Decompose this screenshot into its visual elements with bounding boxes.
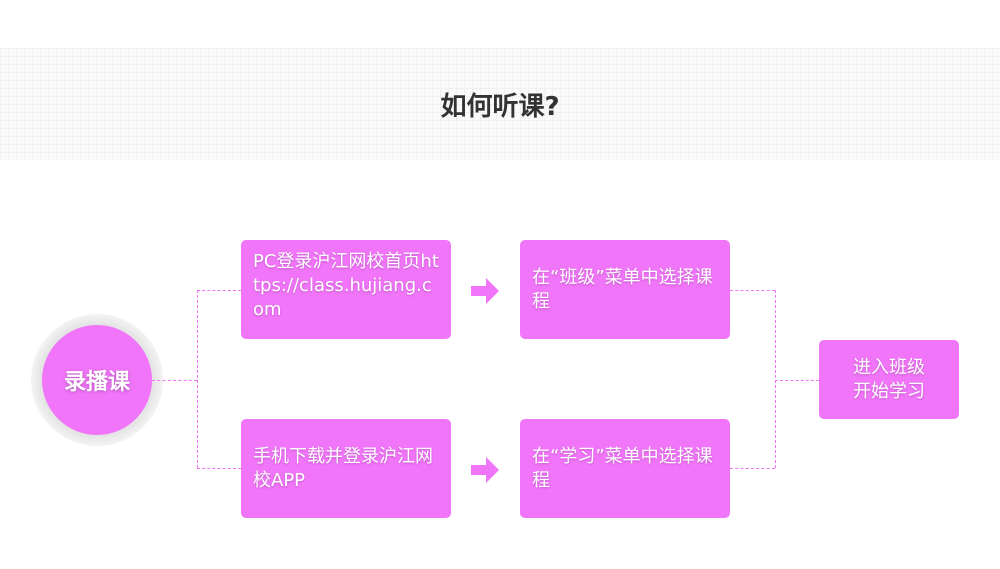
connector-line [197,468,241,469]
connector-line [197,290,198,468]
connector-line [775,290,776,468]
connector-line [152,380,197,381]
step-pc-select: 在“班级”菜单中选择课程 [520,240,730,339]
arrow-right-icon [471,457,499,483]
step-pc-login: PC登录沪江网校首页https://class.hujiang.com [241,240,451,339]
step-app-select: 在“学习”菜单中选择课程 [520,419,730,518]
header-band [0,48,1000,160]
connector-line [775,380,819,381]
page-title: 如何听课? [440,92,560,122]
connector-line [730,290,775,291]
connector-line [197,290,241,291]
step-final: 进入班级开始学习 [819,340,959,419]
center-node: 录播课 [42,325,152,435]
step-app-login: 手机下载并登录沪江网校APP [241,419,451,518]
connector-line [730,468,775,469]
arrow-right-icon [471,278,499,304]
